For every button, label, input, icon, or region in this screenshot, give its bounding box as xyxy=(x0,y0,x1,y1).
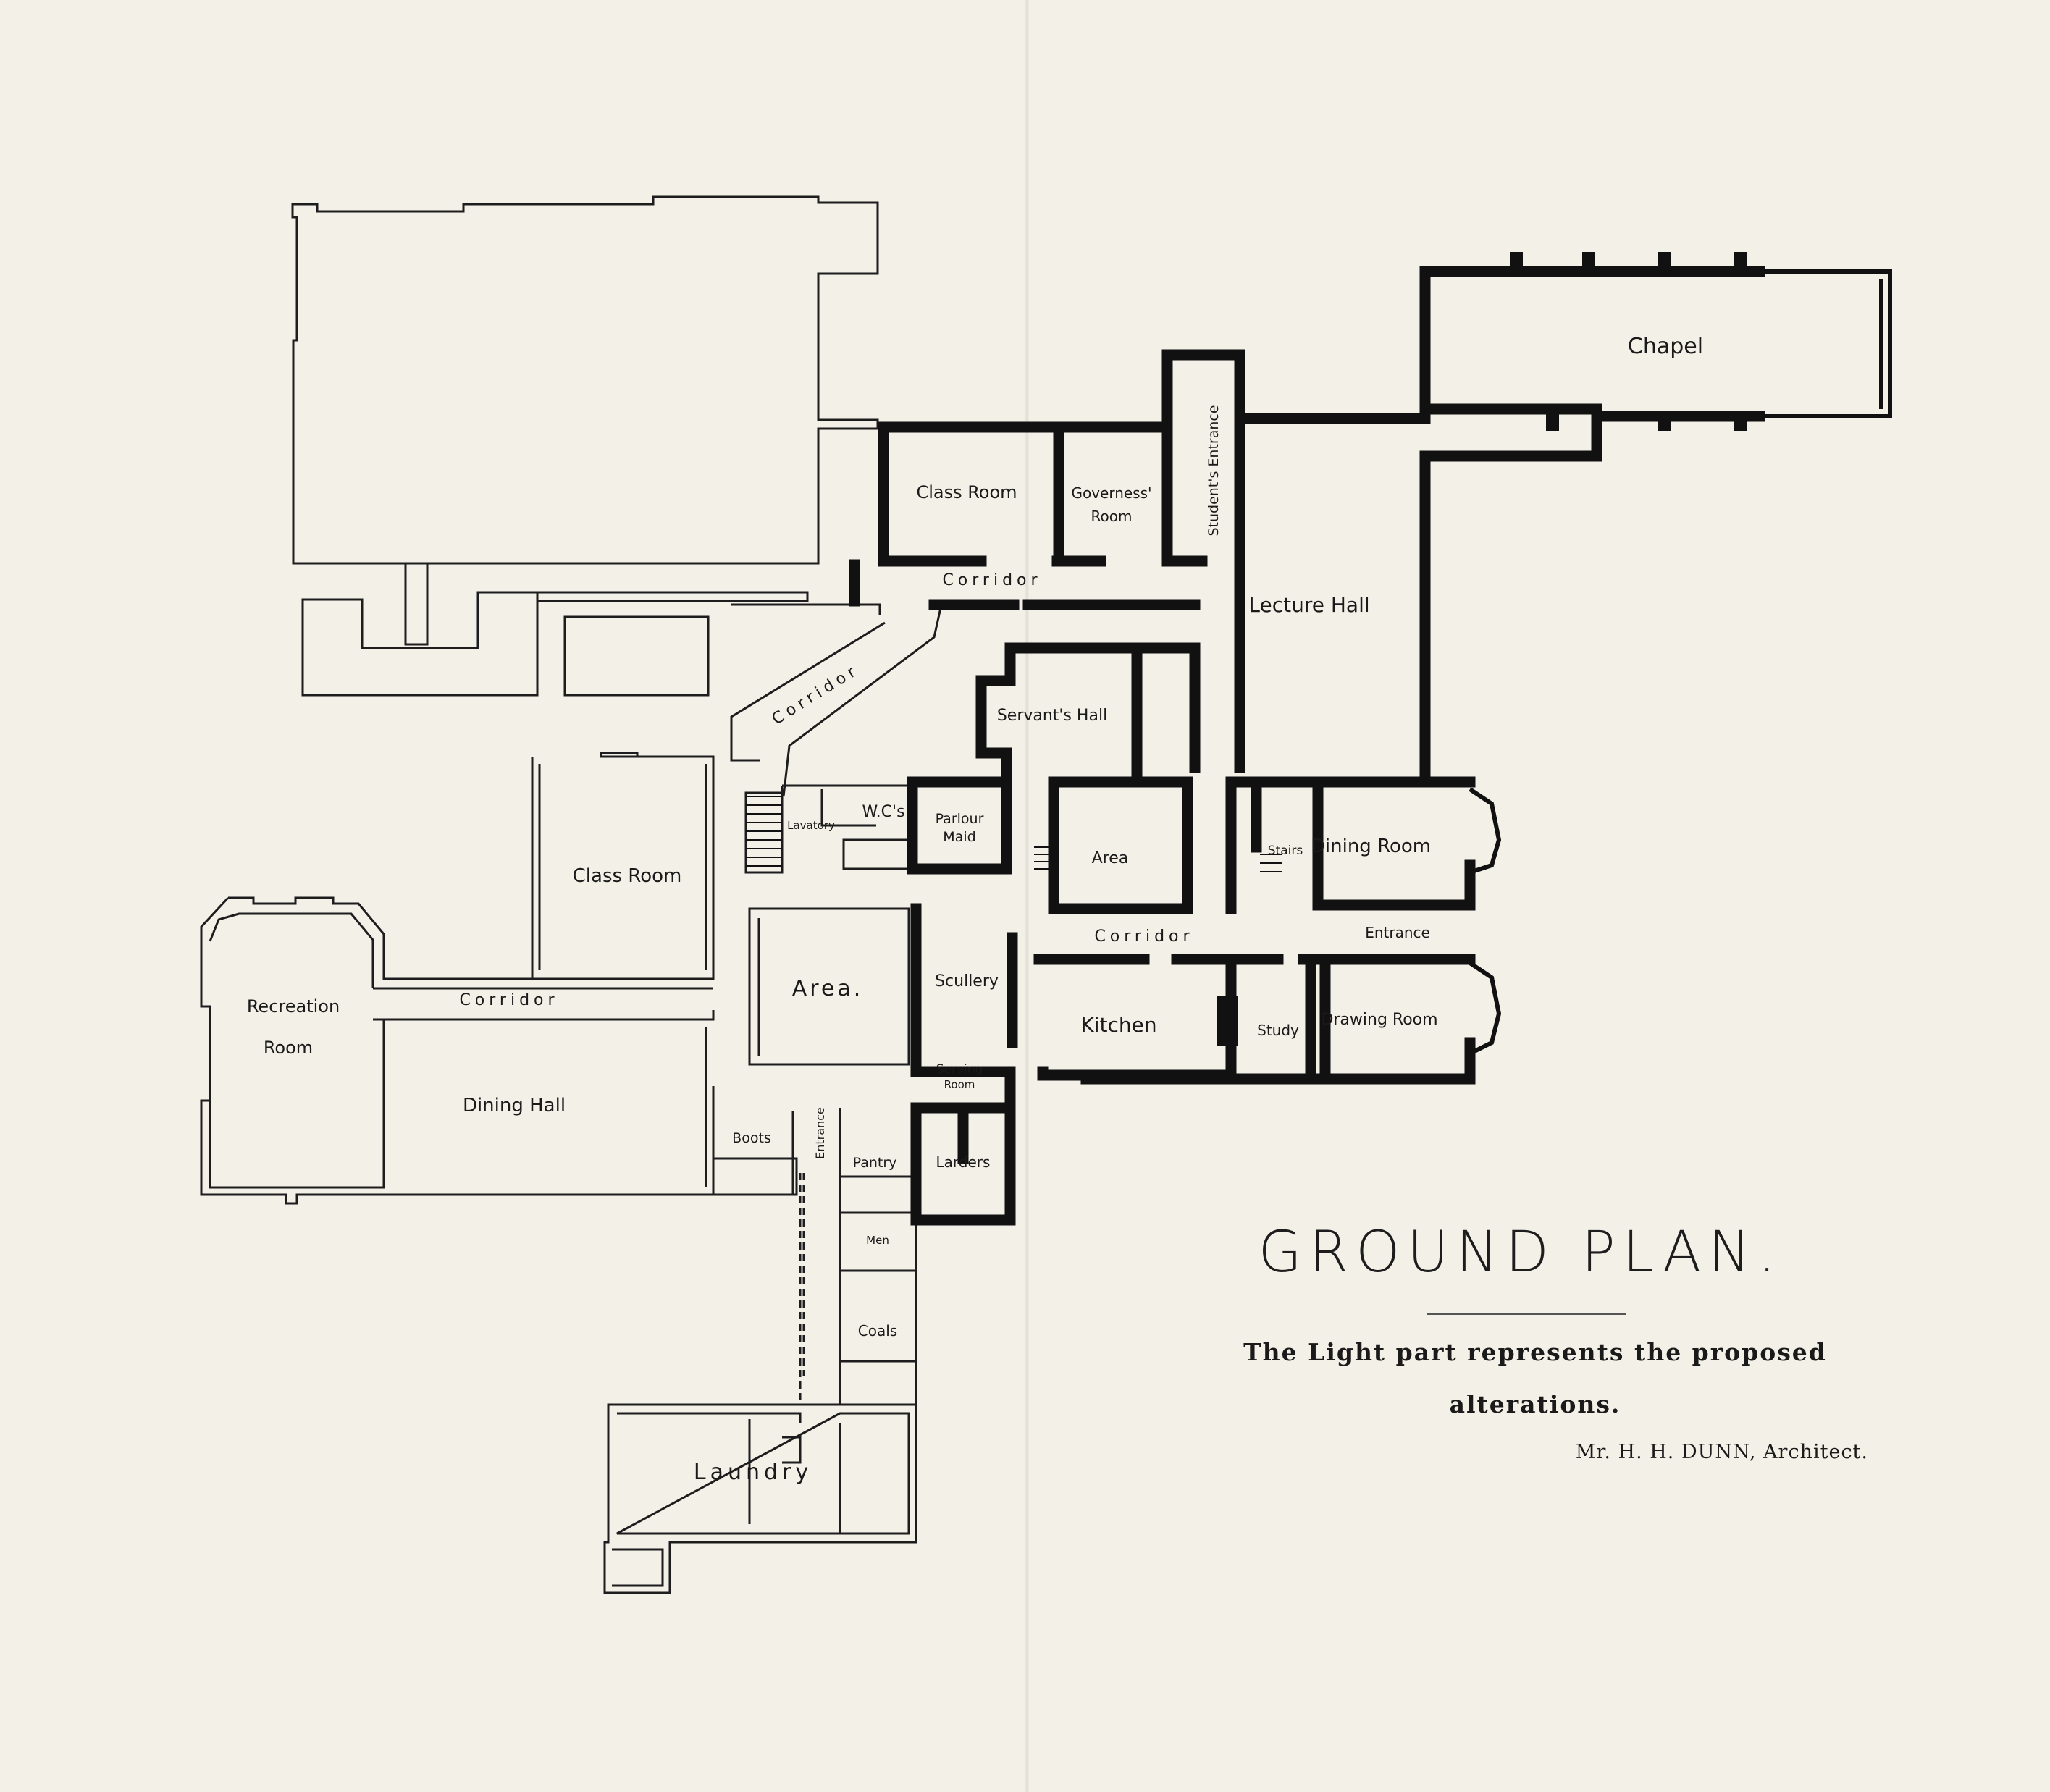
label-laundry: Laundry xyxy=(694,1460,812,1485)
bay-windows xyxy=(1469,269,1892,1056)
label-parlour-maid-2: Maid xyxy=(943,829,975,845)
chapel-buttresses xyxy=(1217,252,1747,1046)
label-pantry: Pantry xyxy=(853,1155,897,1171)
plan-title: GROUND PLAN. xyxy=(1258,1220,1784,1285)
label-area-left: Area. xyxy=(792,976,864,1001)
label-scullery: Scullery xyxy=(935,972,999,990)
label-corridor-diagonal: Corridor xyxy=(769,661,863,729)
label-corridor-left: Corridor xyxy=(459,991,558,1009)
label-entrance-right: Entrance xyxy=(1365,924,1430,941)
label-class-room-lower: Class Room xyxy=(573,865,682,887)
page-fold xyxy=(1025,0,1029,1792)
label-servants-hall: Servant's Hall xyxy=(997,707,1107,725)
label-class-room-upper: Class Room xyxy=(916,482,1017,502)
label-recreation-room-2: Room xyxy=(264,1038,313,1058)
label-coals: Coals xyxy=(858,1322,897,1339)
label-parlour-maid-1: Parlour xyxy=(936,811,984,827)
room-labels: Chapel Class Room Governess' Room Studen… xyxy=(247,334,1703,1485)
existing-building-walls xyxy=(849,266,1765,1226)
architect-credit: Mr. H. H. DUNN, Architect. xyxy=(1575,1441,1868,1463)
label-serving-room-2: Room xyxy=(944,1078,975,1091)
label-entrance-lower: Entrance xyxy=(813,1107,827,1159)
label-dining-room: Dining Room xyxy=(1311,836,1431,857)
staircases xyxy=(746,796,1282,872)
label-study: Study xyxy=(1257,1022,1299,1039)
title-divider xyxy=(1427,1313,1626,1315)
label-boots: Boots xyxy=(732,1130,771,1146)
label-serving-room-1: Serving xyxy=(936,1062,983,1077)
label-students-entrance: Student's Entrance xyxy=(1206,405,1222,536)
legend-note-line-1: The Light part represents the proposed xyxy=(1243,1338,1827,1366)
label-governess-room-1: Governess' xyxy=(1071,484,1151,502)
label-men: Men xyxy=(866,1234,889,1247)
label-area-mid: Area xyxy=(1092,849,1129,867)
label-lecture-hall: Lecture Hall xyxy=(1248,593,1369,617)
label-dining-hall: Dining Hall xyxy=(463,1095,566,1116)
legend-note-line-2: alterations. xyxy=(1449,1390,1621,1418)
label-recreation-room-1: Recreation xyxy=(247,996,340,1017)
proposed-alterations-outline xyxy=(200,195,943,1594)
label-governess-room-2: Room xyxy=(1091,508,1133,525)
label-larders: Larders xyxy=(936,1153,991,1171)
label-corridor-top: Corridor xyxy=(942,571,1041,589)
label-corridor-mid: Corridor xyxy=(1094,927,1193,946)
label-kitchen: Kitchen xyxy=(1080,1013,1156,1037)
label-stairs: Stairs xyxy=(1268,844,1303,858)
label-wcs: W.C's xyxy=(862,803,904,821)
label-drawing-room: Drawing Room xyxy=(1321,1011,1437,1029)
label-chapel: Chapel xyxy=(1628,334,1703,359)
label-lavatory: Lavatory xyxy=(787,819,835,832)
